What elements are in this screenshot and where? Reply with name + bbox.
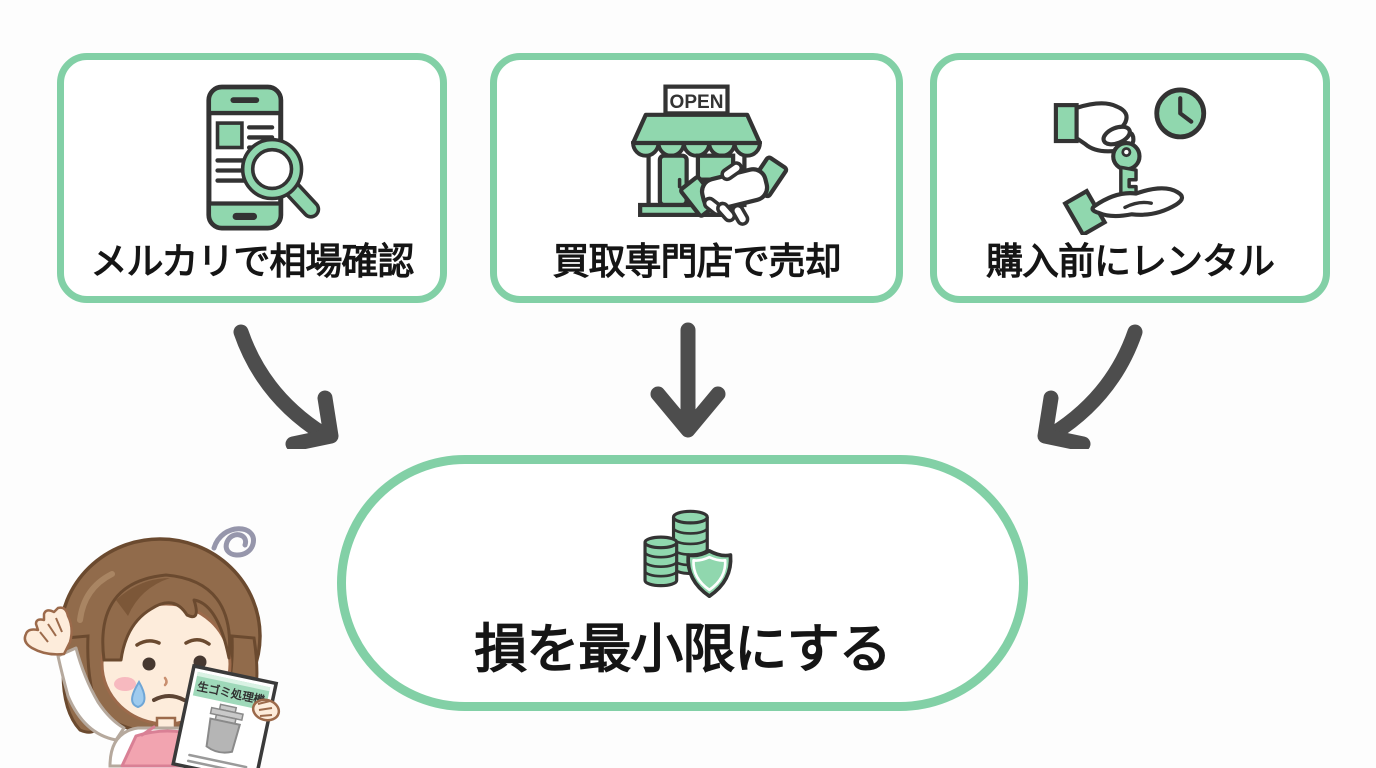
result-card: 損を最小限にする [337, 455, 1028, 711]
worried-woman-illustration: 生ゴミ処理機 [23, 526, 281, 768]
arrow-down-right-curve [1037, 324, 1143, 449]
arrow-down-straight [650, 322, 726, 438]
result-label: 損を最小限にする [474, 620, 892, 679]
option-card-buyback-store: OPEN 買取専門店で売却 [490, 53, 903, 303]
garbage-disposal-brochure: 生ゴミ処理機 [171, 663, 279, 768]
option-card-mercari: メルカリで相場確認 [57, 53, 447, 303]
open-sign-text: OPEN [670, 92, 724, 113]
confusion-squiggle-icon [211, 526, 256, 558]
option-card-rental: 購入前にレンタル [930, 53, 1330, 303]
option-card-label: メルカリで相場確認 [90, 241, 415, 282]
handshake-icon [679, 155, 789, 226]
option-card-label: 購入前にレンタル [986, 241, 1275, 282]
storefront-handshake-icon: OPEN [594, 74, 799, 243]
coins-shield-icon [623, 496, 743, 617]
tear-drop-icon [131, 680, 146, 709]
key-handover-clock-icon [1033, 74, 1228, 243]
smartphone-search-icon [166, 74, 338, 243]
option-card-label: 買取専門店で売却 [552, 241, 842, 282]
arrow-down-left-curve [233, 324, 339, 449]
